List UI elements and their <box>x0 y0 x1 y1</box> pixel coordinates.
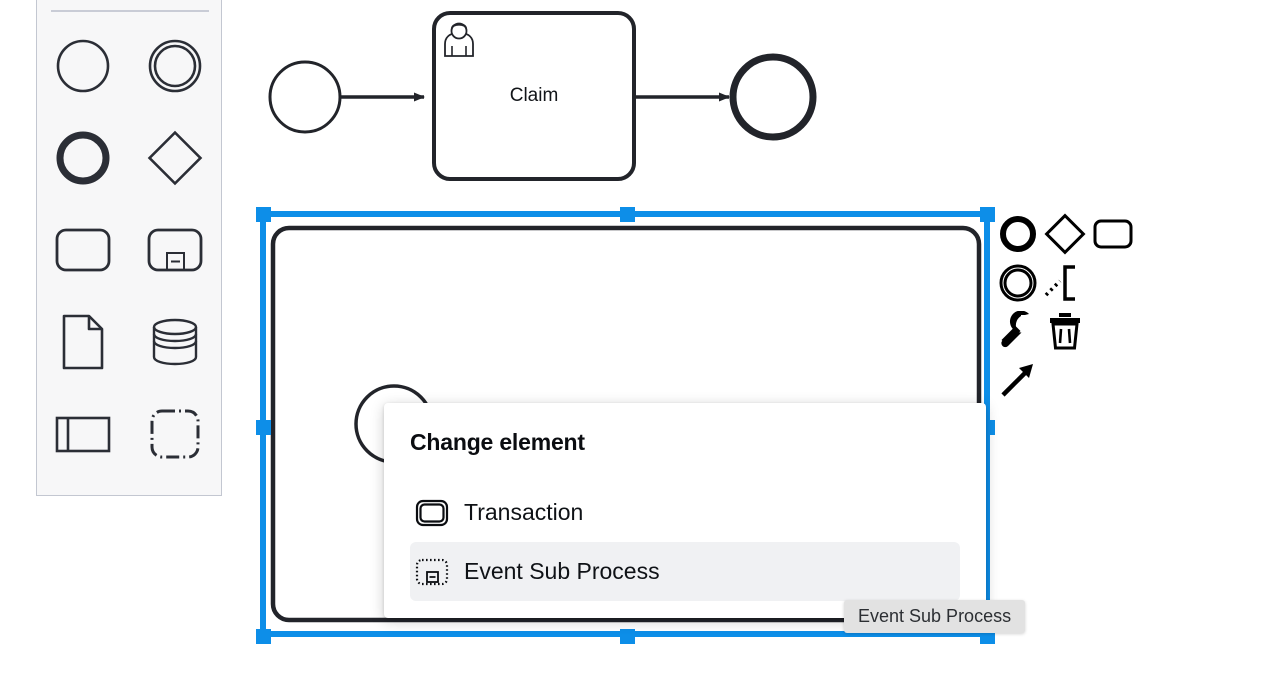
append-end-event-icon <box>1000 216 1036 252</box>
palette-item-group[interactable] <box>129 388 221 480</box>
palette-item-task[interactable] <box>37 204 129 296</box>
trash-icon <box>1050 313 1080 350</box>
connect-arrow-icon <box>1001 364 1033 397</box>
append-text-annotation-icon <box>1044 265 1075 301</box>
gateway-icon <box>147 130 203 186</box>
intermediate-event-icon <box>148 39 202 93</box>
menu-option-event-sub-process[interactable]: Event Sub Process <box>410 542 960 601</box>
hover-tooltip: Event Sub Process <box>844 600 1026 633</box>
context-pad-append-gateway[interactable] <box>1043 212 1087 256</box>
selection-resize-handles[interactable] <box>256 207 995 644</box>
menu-option-label: Transaction <box>464 499 584 525</box>
task-label: Claim <box>509 85 559 106</box>
transaction-icon <box>410 499 454 527</box>
group-icon <box>150 409 200 459</box>
change-element-options[interactable]: Transaction Event Sub Process <box>384 483 986 601</box>
append-gateway-icon <box>1044 213 1086 255</box>
append-intermediate-event-icon <box>999 264 1037 302</box>
palette-item-start-event[interactable] <box>37 20 129 112</box>
end-event-icon <box>56 131 110 185</box>
palette-item-end-event[interactable] <box>37 112 129 204</box>
context-pad-append-end-event[interactable] <box>996 212 1040 256</box>
context-pad-append-task[interactable] <box>1091 212 1135 256</box>
palette-item-subprocess[interactable] <box>129 204 221 296</box>
context-pad-connect[interactable] <box>996 358 1040 402</box>
context-pad-append-intermediate-event[interactable] <box>996 261 1040 305</box>
start-event-icon <box>56 39 110 93</box>
palette-item-data-object[interactable] <box>37 296 129 388</box>
event-subprocess-icon <box>410 558 454 586</box>
palette-item-participant[interactable] <box>37 388 129 480</box>
start-event-shape[interactable] <box>268 60 342 134</box>
menu-option-label: Event Sub Process <box>464 558 660 584</box>
context-pad-trash[interactable] <box>1043 309 1087 353</box>
palette-divider <box>51 10 209 12</box>
change-element-title: Change element <box>410 429 585 455</box>
change-element-menu[interactable]: Change element Transaction <box>384 403 986 618</box>
end-event-shape[interactable] <box>729 53 817 141</box>
append-task-icon <box>1093 219 1133 249</box>
menu-option-transaction[interactable]: Transaction <box>410 483 960 542</box>
wrench-icon <box>1001 311 1032 348</box>
palette-item-data-store[interactable] <box>129 296 221 388</box>
user-task-icon <box>444 22 474 57</box>
bpmn-palette[interactable] <box>36 0 222 496</box>
participant-icon <box>55 416 111 453</box>
task-icon <box>55 228 111 272</box>
data-store-icon <box>152 318 198 366</box>
palette-item-intermediate-event[interactable] <box>129 20 221 112</box>
data-object-icon <box>62 314 104 370</box>
context-pad[interactable] <box>996 212 1156 402</box>
palette-item-gateway[interactable] <box>129 112 221 204</box>
collapsed-subprocess-icon <box>147 228 203 272</box>
context-pad-wrench[interactable] <box>996 309 1040 353</box>
context-pad-append-text-annotation[interactable] <box>1043 261 1087 305</box>
